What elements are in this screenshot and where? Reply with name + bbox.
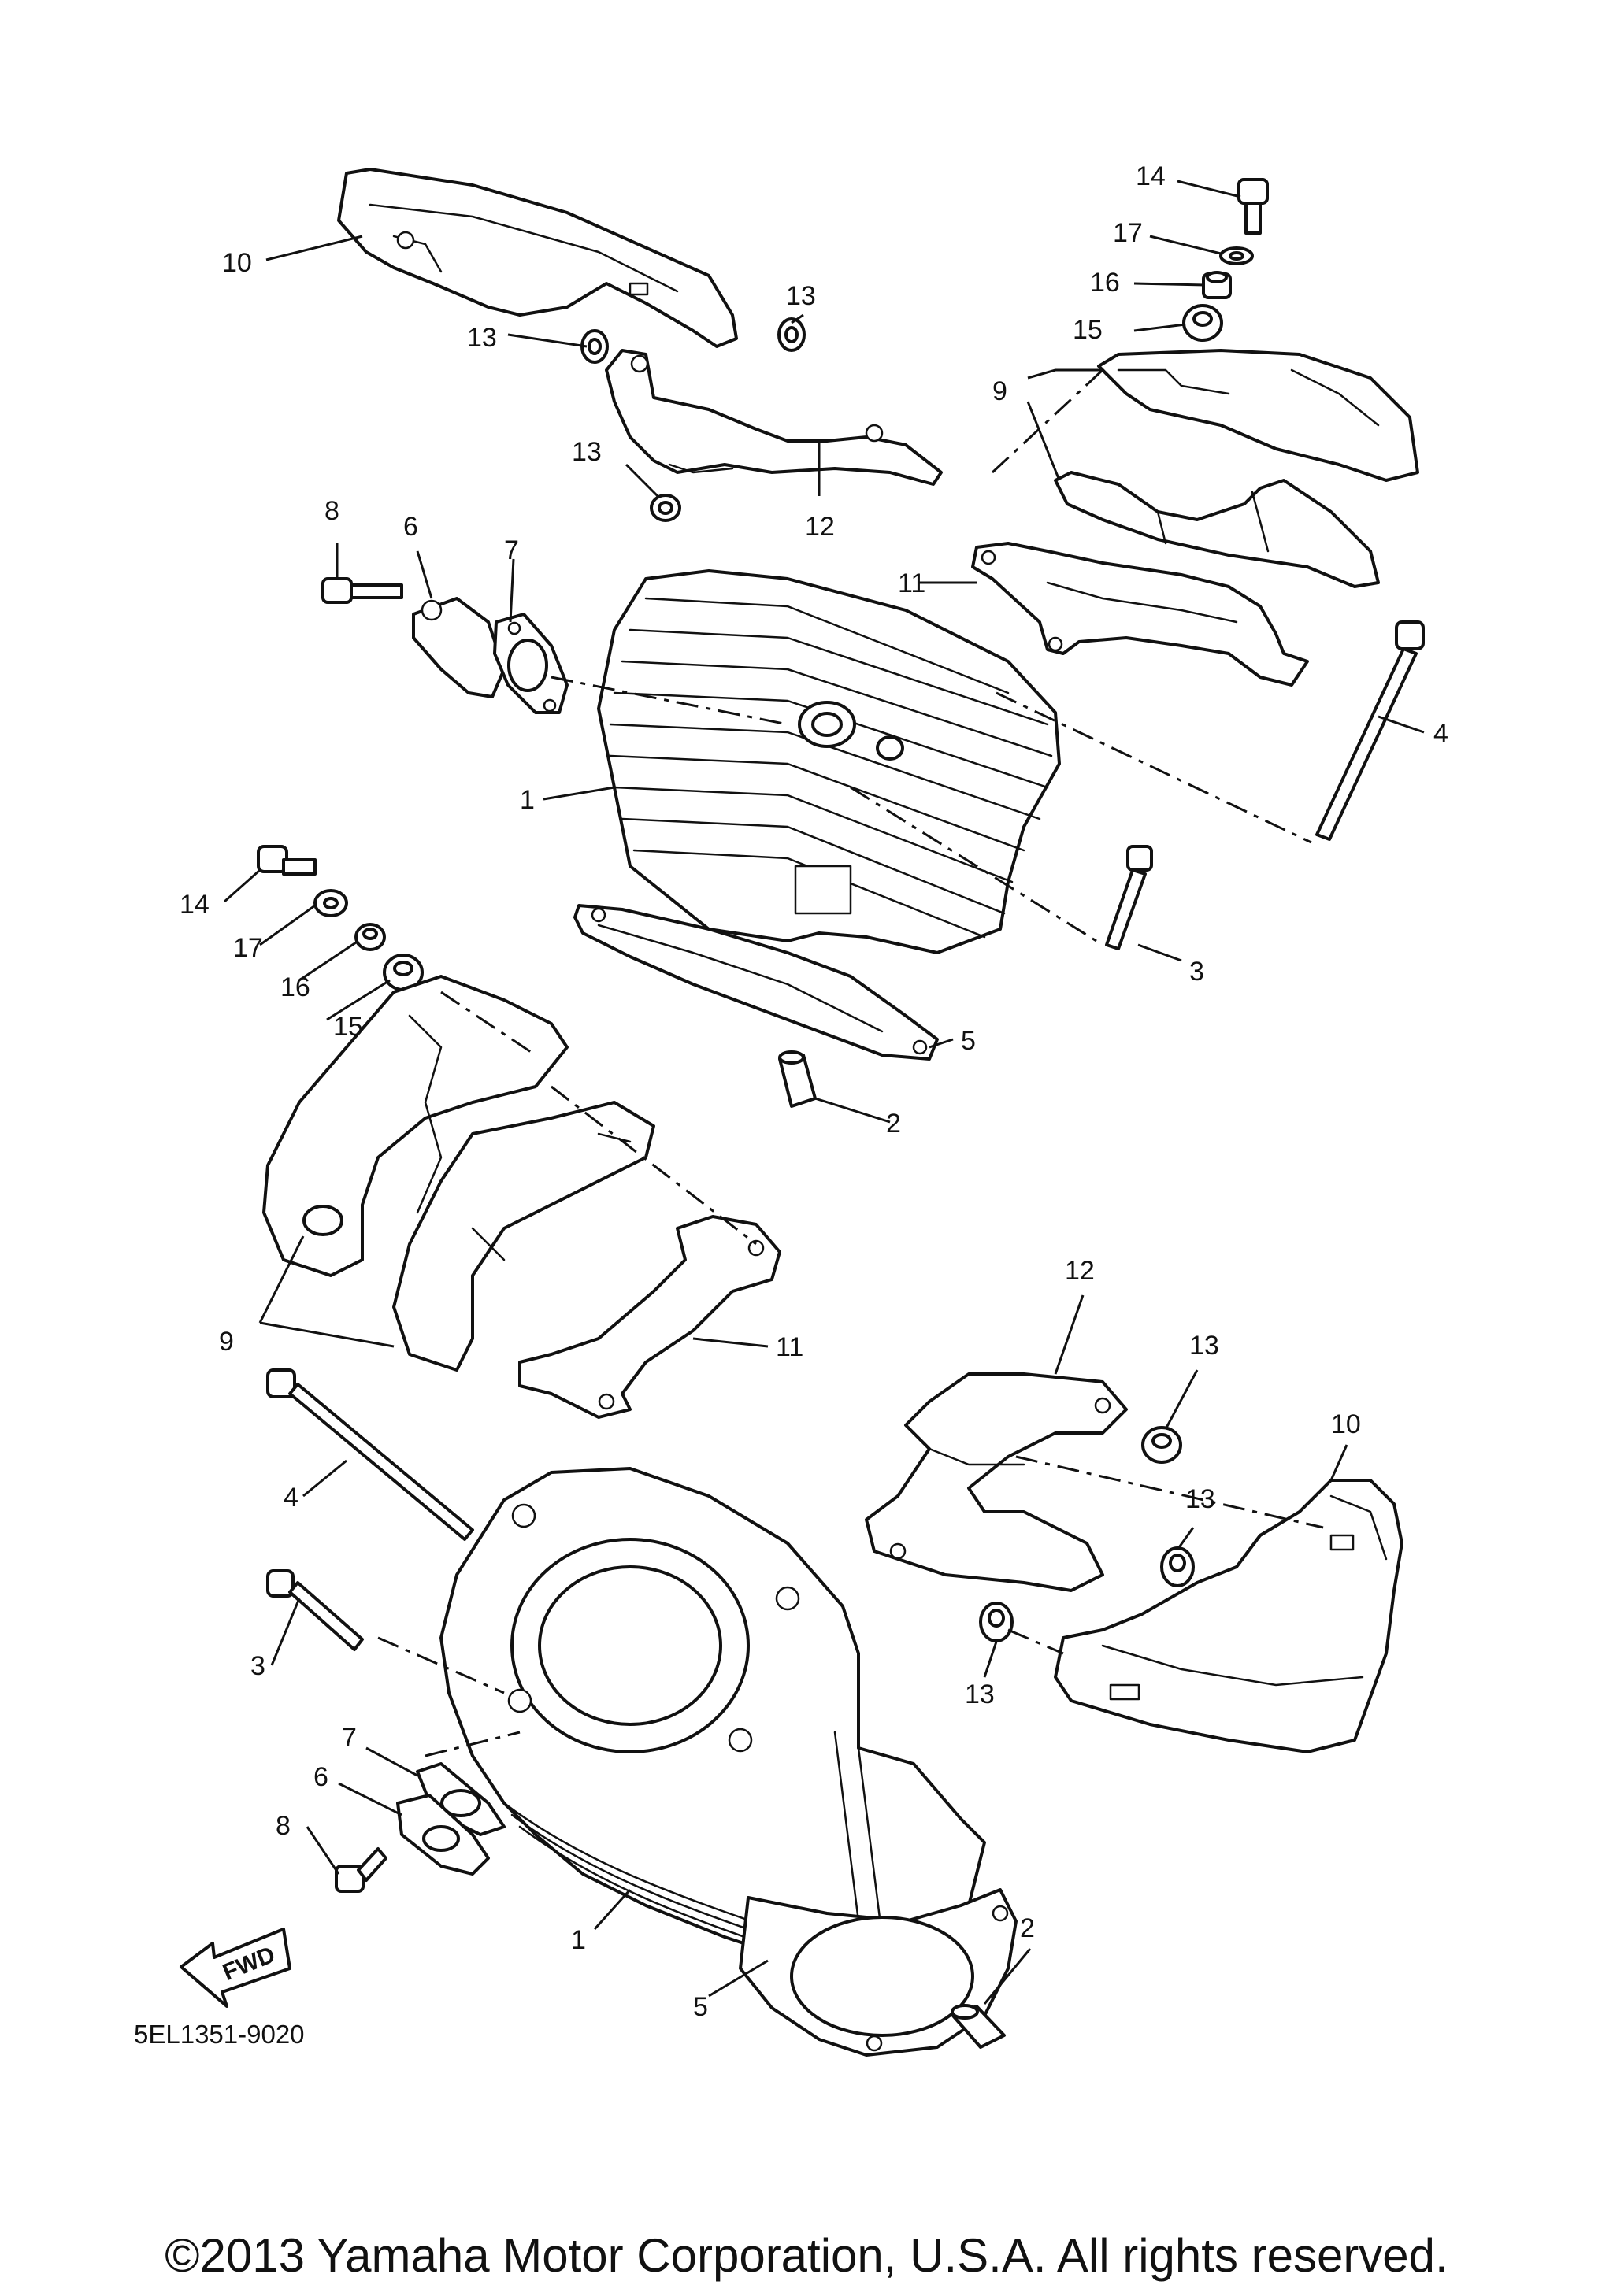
callout-bot-3: 3: [250, 1651, 265, 1681]
callout-top-17: 17: [1113, 218, 1143, 248]
callout-bot-13c: 13: [965, 1679, 995, 1709]
collar-top-16: [1202, 271, 1232, 299]
dowel-top-2: [778, 1050, 817, 1108]
gasket-mid-11: [518, 1215, 781, 1419]
head-cover-mid-9: [262, 975, 655, 1372]
callout-top-2: 2: [886, 1109, 901, 1139]
callout-mid-9: 9: [219, 1327, 234, 1357]
cover-top-6: [412, 597, 506, 698]
callout-top-13b: 13: [786, 281, 816, 311]
cylinder-top-1: [597, 569, 1061, 954]
rocker-cover-top-10: [337, 168, 738, 348]
forward-arrow-icon: [180, 1928, 291, 2008]
washer-mid-17: [313, 889, 348, 917]
stud-bolt-top-4: [1315, 620, 1425, 841]
grommet-top-15: [1182, 304, 1223, 342]
callout-bot-10: 10: [1331, 1409, 1361, 1439]
callout-top-3: 3: [1189, 957, 1204, 987]
bolt-bot-8: [335, 1847, 387, 1893]
assembly-lines: [377, 368, 1324, 1757]
callout-top-13c: 13: [572, 437, 602, 467]
rocker-cover-bot-10: [1054, 1479, 1403, 1753]
callout-bot-13b: 13: [1185, 1484, 1215, 1514]
callout-top-7: 7: [504, 535, 519, 565]
grommet-bot-13b: [1160, 1546, 1195, 1587]
callout-mid-11: 11: [776, 1332, 803, 1362]
callout-bot-2: 2: [1020, 1913, 1035, 1943]
head-cover-top-9: [1054, 349, 1419, 588]
callout-bot-12: 12: [1065, 1256, 1095, 1286]
callout-top-5: 5: [961, 1026, 976, 1056]
head-gasket-bot-5: [739, 1888, 1018, 2057]
washer-top-17: [1219, 246, 1254, 265]
callout-bot-6: 6: [313, 1762, 328, 1792]
grommet-bot-13a: [1141, 1426, 1182, 1464]
dowel-bot-2: [951, 2004, 1006, 2049]
cover-bot-6: [396, 1794, 490, 1876]
diagram-code: 5EL1351-9020: [134, 2020, 305, 2049]
collar-mid-16: [354, 923, 386, 951]
callout-top-14: 14: [1136, 161, 1166, 191]
gasket-plate-top-12: [605, 349, 943, 486]
head-gasket-top-5: [573, 904, 939, 1061]
callout-top-9: 9: [992, 376, 1007, 406]
grommet-bot-13c: [979, 1602, 1014, 1642]
bolt-top-14: [1237, 178, 1269, 235]
callout-mid-14: 14: [180, 890, 210, 920]
bolt-mid-14: [257, 845, 317, 876]
callout-bot-7: 7: [342, 1723, 357, 1753]
callout-top-15: 15: [1073, 315, 1103, 345]
callout-top-8: 8: [324, 496, 339, 526]
bolt-bot-3: [266, 1569, 364, 1651]
callout-labels: 10 13 13 13 12 14 17 16 15 9 11 8 6 7 4 …: [180, 161, 1448, 2022]
callout-bot-8: 8: [276, 1811, 291, 1841]
callout-top-10: 10: [222, 248, 252, 278]
gasket-plate-bot-12: [865, 1372, 1128, 1592]
callout-bot-1: 1: [571, 1925, 586, 1955]
stud-bolt-bot-4: [266, 1368, 474, 1541]
grommet-top-13b: [777, 317, 806, 352]
callout-top-13a: 13: [467, 323, 497, 353]
grommet-top-13c: [650, 494, 681, 522]
cylinder-bot-1: [439, 1467, 986, 2002]
gasket-top-7: [493, 613, 569, 714]
callout-top-16: 16: [1090, 268, 1120, 298]
callout-top-11: 11: [898, 568, 925, 598]
gasket-top-11: [971, 542, 1309, 687]
callout-mid-15: 15: [333, 1012, 363, 1042]
bolt-top-3: [1105, 845, 1153, 950]
callout-top-4: 4: [1433, 719, 1448, 749]
leader-lines: [224, 180, 1425, 2005]
callout-top-6: 6: [403, 512, 418, 542]
callout-top-12: 12: [805, 512, 835, 542]
callout-top-1: 1: [520, 785, 535, 815]
callout-bot-4: 4: [284, 1483, 298, 1513]
copyright-notice: ©2013 Yamaha Motor Corporation, U.S.A. A…: [165, 2229, 1448, 2282]
callout-bot-5: 5: [693, 1992, 708, 2022]
grommet-top-13a: [580, 329, 609, 364]
callout-mid-17: 17: [233, 933, 263, 963]
callout-bot-13a: 13: [1189, 1331, 1219, 1361]
bolt-top-8: [321, 577, 403, 604]
callout-mid-16: 16: [280, 972, 310, 1002]
